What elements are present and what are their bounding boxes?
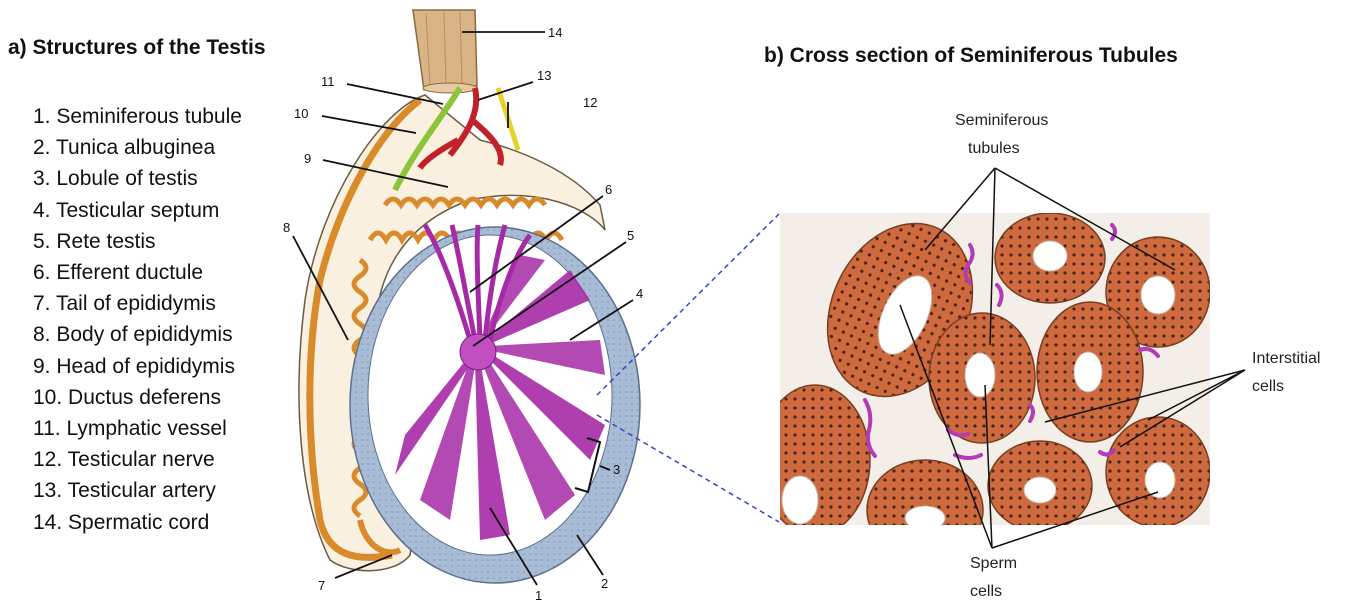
callout-5: 5 bbox=[627, 228, 634, 243]
callout-12: 12 bbox=[583, 95, 597, 110]
callout-4: 4 bbox=[636, 286, 643, 301]
tissue-cross-section bbox=[760, 200, 1210, 560]
callout-13: 13 bbox=[537, 68, 551, 83]
label-interstitial-line1: Interstitial bbox=[1252, 350, 1320, 367]
callout-1: 1 bbox=[535, 588, 542, 603]
callout-14: 14 bbox=[548, 25, 562, 40]
callout-8: 8 bbox=[283, 220, 290, 235]
label-seminiferous-line1: Seminiferous bbox=[955, 112, 1048, 129]
callout-9: 9 bbox=[304, 151, 311, 166]
callout-2: 2 bbox=[601, 576, 608, 591]
label-seminiferous-line2: tubules bbox=[968, 140, 1020, 157]
callout-6: 6 bbox=[605, 182, 612, 197]
rete-testis bbox=[460, 334, 496, 370]
callout-11: 11 bbox=[321, 74, 335, 89]
callout-10: 10 bbox=[294, 106, 308, 121]
label-sperm-line2: cells bbox=[970, 583, 1002, 600]
label-interstitial-line2: cells bbox=[1252, 378, 1284, 395]
callout-7: 7 bbox=[318, 578, 325, 593]
label-sperm-line1: Sperm bbox=[970, 555, 1017, 572]
callout-3: 3 bbox=[613, 462, 620, 477]
